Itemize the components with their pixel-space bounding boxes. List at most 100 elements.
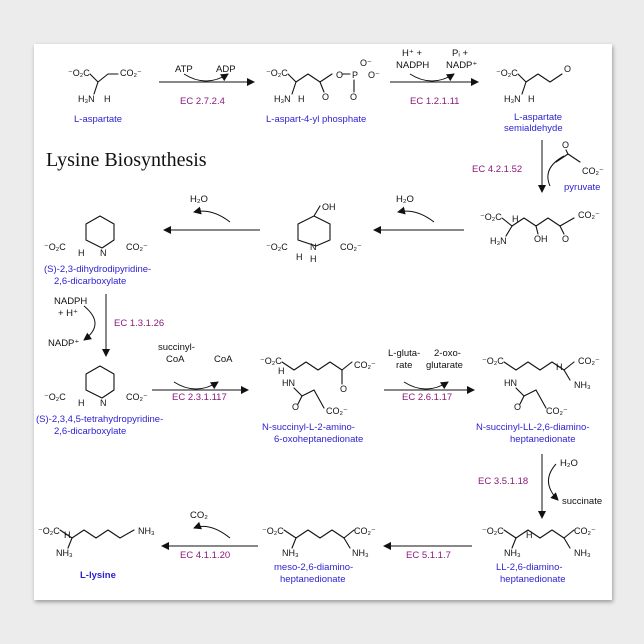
svg-text:H: H [278, 366, 285, 376]
svg-text:H: H [104, 94, 111, 104]
svg-text:⁻O₂C: ⁻O₂C [266, 68, 288, 78]
compound-name-semialdehyde-1: L-aspartate [514, 112, 562, 123]
cofactor-nadp-2: NADP⁺ [48, 338, 79, 349]
svg-text:H: H [296, 252, 303, 262]
cofactor-curve-3 [547, 155, 565, 187]
cofactor-pi: Pᵢ + [452, 48, 468, 59]
svg-text:O: O [562, 234, 569, 244]
svg-text:H₃N: H₃N [504, 94, 521, 104]
svg-text:H: H [512, 214, 519, 224]
enzyme-ec-4-1-1-20: EC 4.1.1.20 [180, 550, 230, 561]
svg-text:⁻O₂C: ⁻O₂C [266, 242, 288, 252]
structure-succinyl-oxo: ⁻O₂C HN H O CO₂⁻ O CO₂⁻ [260, 356, 376, 416]
svg-text:O⁻: O⁻ [368, 70, 380, 80]
enzyme-ec-2-7-2-4: EC 2.7.2.4 [180, 96, 225, 107]
svg-text:CO₂⁻: CO₂⁻ [354, 526, 376, 536]
compound-name-succinyl-oxo-1: N-succinyl-L-2-amino- [262, 422, 355, 433]
enzyme-ec-1-2-1-11: EC 1.2.1.11 [410, 96, 459, 107]
cofactor-curve-1 [183, 73, 229, 82]
structure-dihydrodipicolinate: ⁻O₂C CO₂⁻ N H [44, 215, 148, 258]
svg-text:H: H [298, 94, 305, 104]
structure-meso-diamino: ⁻O₂C CO₂⁻ NH₃ NH₃ [262, 526, 376, 558]
svg-text:CO₂⁻: CO₂⁻ [126, 242, 148, 252]
cofactor-succinate: succinate [562, 496, 602, 507]
svg-text:CO₂⁻: CO₂⁻ [582, 166, 604, 176]
compound-name-dihydro-1: (S)-2,3-dihydrodipyridine- [44, 264, 151, 275]
svg-text:CO₂⁻: CO₂⁻ [546, 406, 568, 416]
compound-name-l-lysine: L-lysine [80, 570, 116, 581]
pathway-diagram: Lysine Biosynthesis ⁻O₂C CO₂⁻ H₃N H L-as… [36, 48, 604, 585]
svg-text:CO₂⁻: CO₂⁻ [326, 406, 348, 416]
svg-text:O: O [340, 384, 347, 394]
svg-text:⁻O₂C: ⁻O₂C [44, 242, 66, 252]
structure-tetrahydrodipicolinate: ⁻O₂C CO₂⁻ N H [44, 365, 148, 408]
cofactor-glutarate-in-2: rate [396, 360, 412, 371]
svg-text:H: H [78, 248, 85, 258]
structure-l-lysine: ⁻O₂C NH₃ H NH₃ [38, 526, 155, 558]
cofactor-curve-9 [548, 463, 559, 501]
cofactor-h-plus: H⁺ + [402, 48, 423, 59]
svg-text:O: O [564, 64, 571, 74]
compound-name-tetrahydro-1: (S)-2,3,4,5-tetrahydropyridine- [36, 414, 163, 425]
svg-text:O: O [514, 402, 521, 412]
enzyme-ec-2-6-1-17: EC 2.6.1.17 [402, 392, 452, 403]
svg-text:O: O [322, 92, 329, 102]
svg-text:N: N [100, 398, 107, 408]
structure-condensation-product: ⁻O₂C H₃N H OH O CO₂⁻ [480, 210, 600, 246]
cofactor-h2o-3: H₂O [560, 458, 578, 469]
svg-text:HN: HN [282, 378, 295, 388]
compound-name-succinyl-diamino-1: N-succinyl-LL-2,6-diamino- [476, 422, 590, 433]
structure-pyruvate: O CO₂⁻ [555, 140, 604, 176]
svg-text:OH: OH [534, 234, 548, 244]
svg-text:O: O [350, 92, 357, 102]
svg-text:NH₃: NH₃ [56, 548, 73, 558]
cofactor-h2o-2: H₂O [190, 194, 208, 205]
svg-text:CO₂⁻: CO₂⁻ [126, 392, 148, 402]
svg-text:N: N [100, 248, 107, 258]
structure-succinyl-diamino: ⁻O₂C HN CO₂⁻ NH₃ H O CO₂⁻ [482, 356, 600, 416]
compound-name-pyruvate: pyruvate [564, 182, 600, 193]
cofactor-curve-4 [397, 206, 435, 223]
svg-text:⁻O₂C: ⁻O₂C [68, 68, 90, 78]
cofactor-curve-2 [409, 73, 455, 82]
svg-text:⁻O₂C: ⁻O₂C [482, 356, 504, 366]
cofactor-atp: ATP [175, 64, 193, 75]
svg-text:CO₂⁻: CO₂⁻ [578, 210, 600, 220]
svg-text:⁻O₂C: ⁻O₂C [262, 526, 284, 536]
compound-name-dihydro-2: 2,6-dicarboxylate [54, 276, 126, 287]
cofactor-succinyl: succinyl- [158, 342, 195, 353]
svg-text:⁻O₂C: ⁻O₂C [482, 526, 504, 536]
structure-aspartyl-phosphate: ⁻O₂C H₃N H O P O⁻ O⁻ O O [266, 58, 380, 104]
cofactor-coa-out: CoA [214, 354, 233, 365]
svg-text:CO₂⁻: CO₂⁻ [120, 68, 142, 78]
cofactor-curve-6 [83, 305, 96, 341]
enzyme-ec-4-2-1-52: EC 4.2.1.52 [472, 164, 522, 175]
structure-l-aspartate: ⁻O₂C CO₂⁻ H₃N H [68, 68, 142, 104]
svg-text:NH₃: NH₃ [282, 548, 299, 558]
enzyme-ec-5-1-1-7: EC 5.1.1.7 [406, 550, 451, 561]
enzyme-ec-1-3-1-26: EC 1.3.1.26 [114, 318, 164, 329]
compound-name-ll-diamino-1: LL-2,6-diamino- [496, 562, 563, 573]
svg-text:O: O [336, 70, 343, 80]
svg-text:H: H [78, 398, 85, 408]
compound-name-semialdehyde-2: semialdehyde [504, 123, 563, 134]
cofactor-curve-7 [173, 381, 219, 390]
svg-text:CO₂⁻: CO₂⁻ [340, 242, 362, 252]
cofactor-nadph: NADPH [396, 60, 429, 71]
cofactor-curve-11 [193, 521, 231, 539]
page-title: Lysine Biosynthesis [46, 149, 207, 171]
compound-name-ll-diamino-2: heptanedionate [500, 574, 566, 585]
enzyme-ec-2-3-1-117: EC 2.3.1.117 [172, 392, 227, 403]
structure-hydroxy-ring: OH ⁻O₂C CO₂⁻ N H H [266, 202, 362, 264]
compound-name-succinyl-diamino-2: heptanedionate [510, 434, 576, 445]
structure-aspartate-semialdehyde: ⁻O₂C H₃N H O [496, 64, 571, 104]
svg-text:H: H [310, 254, 317, 264]
compound-name-meso-2: heptanedionate [280, 574, 346, 585]
compound-name-tetrahydro-2: 2,6-dicarboxylate [54, 426, 126, 437]
compound-name-meso-1: meso-2,6-diamino- [274, 562, 353, 573]
cofactor-h-plus-2: + H⁺ [58, 308, 78, 319]
cofactor-curve-8 [403, 381, 449, 390]
cofactor-co2: CO₂ [190, 510, 208, 521]
svg-text:O: O [292, 402, 299, 412]
svg-text:⁻O₂C: ⁻O₂C [496, 68, 518, 78]
